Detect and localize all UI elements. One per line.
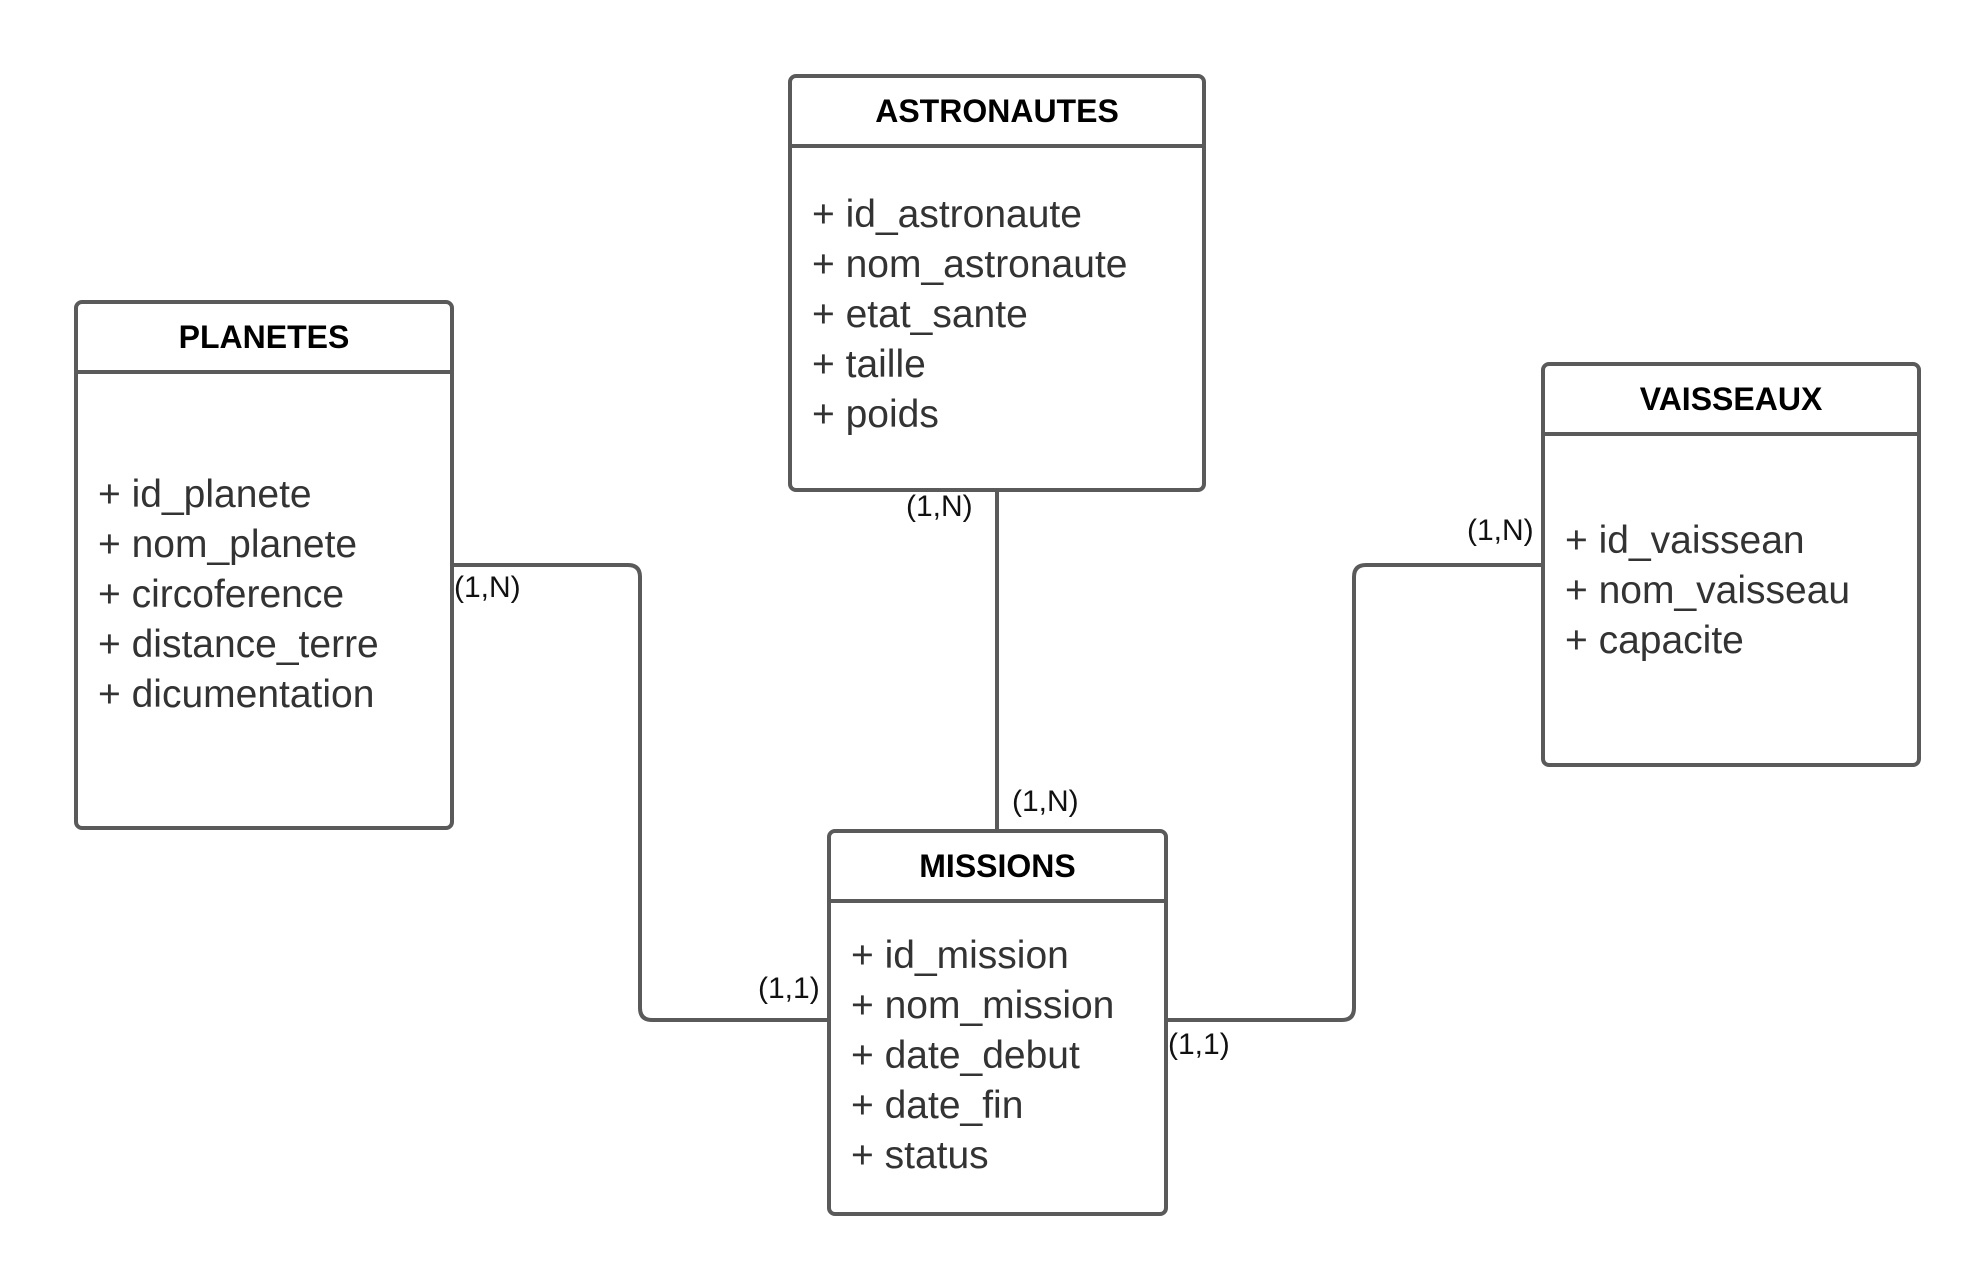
entity-title: PLANETES [78, 304, 450, 374]
attribute: + id_planete [98, 473, 312, 516]
cardinality-missions-vaisseaux-side: (1,1) [1168, 1028, 1230, 1061]
entity-vaisseaux[interactable]: VAISSEAUX + id_vaissean + nom_vaisseau +… [1541, 362, 1921, 767]
attribute: + id_vaissean [1565, 519, 1805, 562]
connector-vaisseaux-missions [1168, 563, 1541, 1022]
attribute: + poids [812, 393, 939, 436]
attribute: + nom_astronaute [812, 243, 1128, 286]
attribute: + date_fin [851, 1084, 1024, 1127]
entity-title: VAISSEAUX [1545, 366, 1917, 436]
connector-planetes-missions [454, 563, 827, 1022]
attribute-list: + id_vaissean + nom_vaisseau + capacite [1565, 516, 1850, 666]
attribute-list: + id_astronaute + nom_astronaute + etat_… [812, 190, 1127, 440]
attribute: + id_mission [851, 934, 1069, 977]
entity-missions[interactable]: MISSIONS + id_mission + nom_mission + da… [827, 829, 1168, 1216]
attribute: + nom_planete [98, 523, 358, 566]
attribute: + circoference [98, 573, 345, 616]
attribute: + id_astronaute [812, 193, 1082, 236]
attribute: + status [851, 1134, 989, 1177]
attribute: + nom_mission [851, 984, 1115, 1027]
cardinality-astronautes-side: (1,N) [906, 490, 973, 523]
attribute: + etat_sante [812, 293, 1028, 336]
cardinality-missions-planetes-side: (1,1) [758, 972, 820, 1005]
cardinality-vaisseaux-side: (1,N) [1467, 514, 1534, 547]
cardinality-planetes-side: (1,N) [454, 571, 521, 604]
attribute: + distance_terre [98, 623, 379, 666]
attribute: + dicumentation [98, 673, 375, 716]
attribute: + nom_vaisseau [1565, 569, 1851, 612]
attribute: + date_debut [851, 1034, 1080, 1077]
entity-title: ASTRONAUTES [792, 78, 1202, 148]
attribute: + capacite [1565, 619, 1744, 662]
entity-planetes[interactable]: PLANETES + id_planete + nom_planete + ci… [74, 300, 454, 830]
entity-astronautes[interactable]: ASTRONAUTES + id_astronaute + nom_astron… [788, 74, 1206, 492]
attribute-list: + id_planete + nom_planete + circoferenc… [98, 470, 379, 720]
attribute: + taille [812, 343, 926, 386]
cardinality-missions-astronautes-side: (1,N) [1012, 785, 1079, 818]
entity-title: MISSIONS [831, 833, 1164, 903]
attribute-list: + id_mission + nom_mission + date_debut … [851, 931, 1114, 1181]
